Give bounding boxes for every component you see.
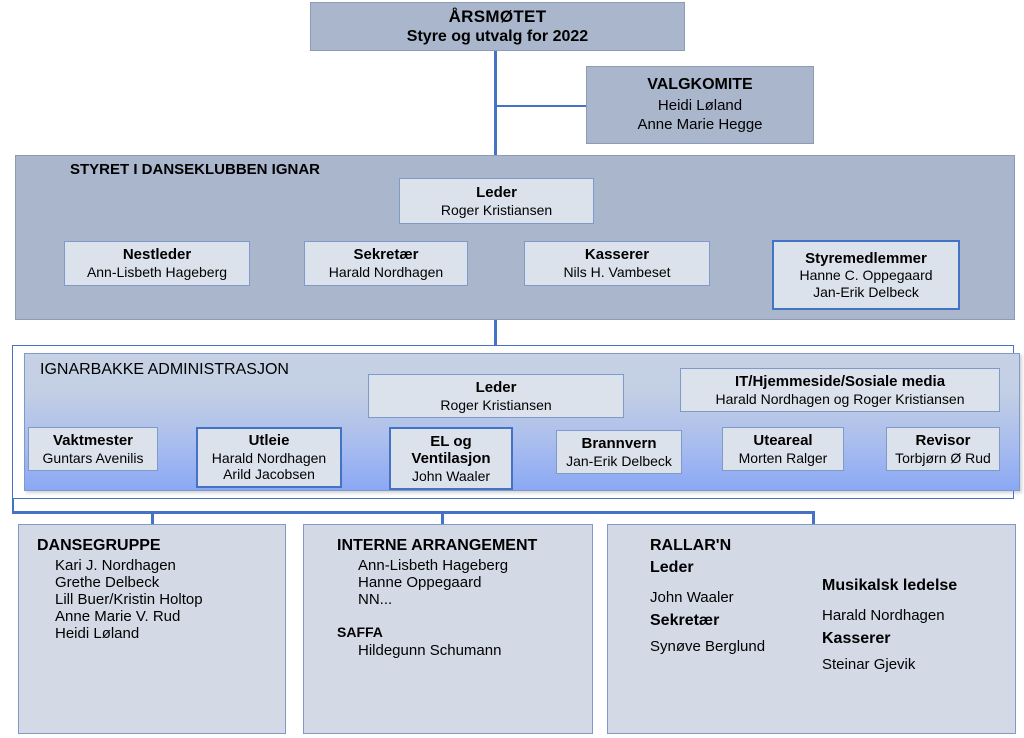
dansegruppe-box: DANSEGRUPPE Kari J. Nordhagen Grethe Del… — [18, 524, 286, 734]
styret-leder-role: Leder — [476, 183, 517, 201]
valgkomite-member: Anne Marie Hegge — [637, 116, 763, 134]
list-item: Heidi Løland — [55, 625, 140, 642]
administrasjon-role-box-brannvern: Brannvern Jan-Erik Delbeck — [556, 430, 682, 474]
administrasjon-role-name: Guntars Avenilis — [42, 449, 144, 466]
administrasjon-role-box-revisor: Revisor Torbjørn Ø Rud — [886, 427, 1000, 471]
connector-styret-to-administrasjon — [494, 318, 497, 354]
administrasjon-it-role: IT/Hjemmeside/Sosiale media — [734, 372, 946, 390]
styret-role-title: Nestleder — [122, 246, 192, 264]
administrasjon-role-name: Arild Jacobsen — [223, 466, 315, 483]
styret-leder-box: Leder Roger Kristiansen — [399, 178, 594, 224]
list-item: Anne Marie V. Rud — [55, 608, 181, 625]
list-item: Hildegunn Schumann — [358, 642, 502, 659]
administrasjon-role-name: Morten Ralger — [738, 449, 828, 466]
saffa-heading: SAFFA — [337, 624, 383, 640]
administrasjon-role-name: Torbjørn Ø Rud — [895, 449, 991, 466]
administrasjon-heading: IGNARBAKKE ADMINISTRASJON — [40, 361, 289, 378]
list-item: Hanne Oppegaard — [358, 574, 482, 591]
styret-role-box-nestleder: Nestleder Ann-Lisbeth Hageberg — [64, 241, 250, 286]
valgkomite-member: Heidi Løland — [657, 96, 743, 114]
list-item: Lill Buer/Kristin Holtop — [55, 591, 203, 608]
list-item: Ann-Lisbeth Hageberg — [358, 557, 509, 574]
styremedlemmer-name: Jan-Erik Delbeck — [813, 283, 919, 300]
administrasjon-it-name: Harald Nordhagen og Roger Kristiansen — [715, 390, 965, 407]
styret-role-title: Kasserer — [584, 246, 650, 264]
rallarn-column-left: Leder John Waaler Sekretær Synøve Berglu… — [650, 559, 822, 673]
styret-leder-name: Roger Kristiansen — [440, 201, 553, 218]
arsmotet-subtitle: Styre og utvalg for 2022 — [406, 28, 589, 46]
rallarn-role-name: Harald Nordhagen — [822, 607, 945, 624]
administrasjon-role-box-el-ventilasjon: EL og Ventilasjon John Waaler — [389, 427, 513, 490]
administrasjon-role-name: John Waaler — [411, 467, 491, 484]
administrasjon-leder-box: Leder Roger Kristiansen — [368, 374, 624, 418]
connector-arsmote-to-valgkomite — [494, 105, 590, 107]
styret-role-name: Harald Nordhagen — [328, 264, 444, 281]
list-item: Kari J. Nordhagen — [55, 557, 176, 574]
valgkomite-box: VALGKOMITE Heidi Løland Anne Marie Hegge — [586, 66, 814, 144]
connector-distribution-bar — [12, 511, 815, 514]
administrasjon-role-title: Uteareal — [753, 431, 813, 449]
rallarn-role-name: Synøve Berglund — [650, 638, 766, 655]
rallarn-role-name: Steinar Gjevik — [822, 656, 916, 673]
administrasjon-role-title: EL og Ventilasjon — [411, 432, 491, 468]
administrasjon-leder-name: Roger Kristiansen — [440, 396, 552, 413]
connector-arsmote-to-styret — [494, 50, 497, 156]
administrasjon-it-box: IT/Hjemmeside/Sosiale media Harald Nordh… — [680, 368, 1000, 412]
styret-role-name: Nils H. Vambeset — [563, 264, 671, 281]
styret-role-box-kasserer: Kasserer Nils H. Vambeset — [524, 241, 710, 286]
rallarn-heading: RALLAR'N — [650, 537, 732, 554]
connector-drop-dansegruppe — [151, 511, 154, 525]
styremedlemmer-title: Styremedlemmer — [805, 249, 927, 267]
administrasjon-role-name: Harald Nordhagen — [211, 449, 327, 466]
styret-role-box-sekretar: Sekretær Harald Nordhagen — [304, 241, 468, 286]
rallarn-box: RALLAR'N Leder John Waaler Sekretær Synø… — [607, 524, 1016, 734]
rallarn-column-right: Musikalsk ledelse Harald Nordhagen Kasse… — [822, 559, 1012, 673]
styret-role-name: Ann-Lisbeth Hageberg — [86, 264, 228, 281]
dansegruppe-heading: DANSEGRUPPE — [37, 537, 161, 554]
list-item: NN... — [358, 591, 393, 608]
styret-styremedlemmer-box: Styremedlemmer Hanne C. Oppegaard Jan-Er… — [772, 240, 960, 310]
connector-administrasjon-stem — [12, 498, 14, 512]
rallarn-role-title: Musikalsk ledelse — [822, 577, 958, 594]
valgkomite-title: VALGKOMITE — [647, 76, 753, 94]
administrasjon-role-box-utleie: Utleie Harald Nordhagen Arild Jacobsen — [196, 427, 342, 488]
styret-role-title: Sekretær — [353, 246, 419, 264]
styremedlemmer-name: Hanne C. Oppegaard — [799, 267, 933, 284]
connector-drop-rallarn — [812, 511, 815, 525]
administrasjon-role-title: Revisor — [915, 431, 971, 449]
interne-arrangement-box: INTERNE ARRANGEMENT Ann-Lisbeth Hageberg… — [303, 524, 593, 734]
administrasjon-role-title: Vaktmester — [52, 431, 134, 449]
rallarn-role-title: Sekretær — [650, 612, 720, 629]
administrasjon-role-title: Brannvern — [581, 434, 657, 452]
administrasjon-role-box-vaktmester: Vaktmester Guntars Avenilis — [28, 427, 158, 471]
arsmotet-title: ÅRSMØTET — [448, 6, 547, 26]
rallarn-role-name: John Waaler — [650, 589, 734, 606]
rallarn-role-title: Kasserer — [822, 630, 891, 647]
connector-drop-interne — [441, 511, 444, 525]
administrasjon-leder-role: Leder — [475, 378, 517, 396]
rallarn-role-title: Leder — [650, 559, 694, 576]
interne-arrangement-heading: INTERNE ARRANGEMENT — [337, 537, 538, 554]
styret-heading: STYRET I DANSEKLUBBEN IGNAR — [70, 161, 321, 178]
administrasjon-role-box-uteareal: Uteareal Morten Ralger — [722, 427, 844, 471]
administrasjon-role-name: Jan-Erik Delbeck — [566, 452, 672, 469]
administrasjon-role-title: Utleie — [248, 432, 290, 450]
arsmotet-box: ÅRSMØTET Styre og utvalg for 2022 — [310, 2, 685, 51]
list-item: Grethe Delbeck — [55, 574, 160, 591]
